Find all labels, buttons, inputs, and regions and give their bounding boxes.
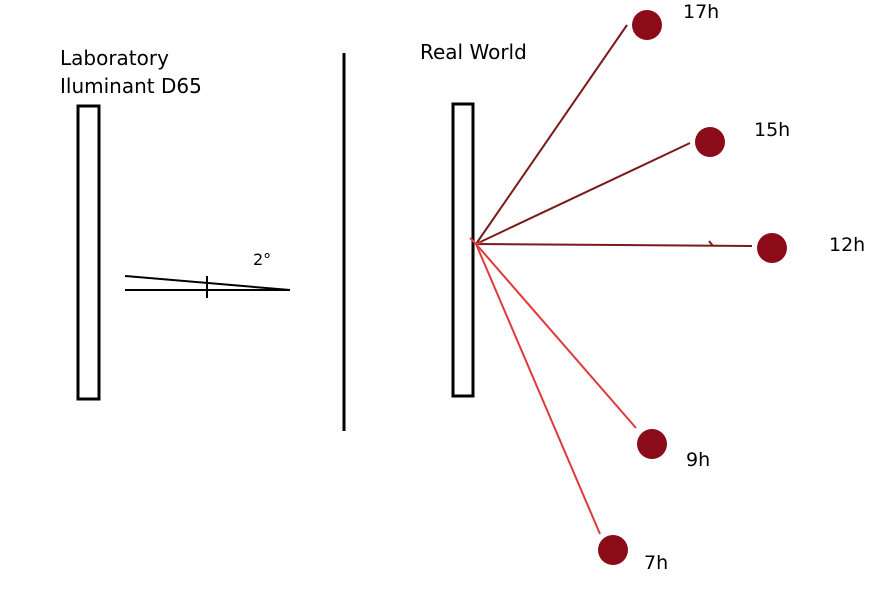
time-label-17h: 17h <box>683 1 720 23</box>
sun-12h <box>757 233 787 263</box>
ray-9h <box>475 243 637 429</box>
sun-9h <box>637 429 667 459</box>
sun-rays <box>469 24 753 535</box>
lab-sample-panel <box>76 104 101 401</box>
sun-7h <box>598 535 628 565</box>
lab-title-line2: Iluminant D65 <box>60 74 202 98</box>
ray-7h <box>475 243 601 535</box>
sun-15h <box>695 127 725 157</box>
time-label-15h: 15h <box>754 119 791 141</box>
lab-title: Laboratory Iluminant D65 <box>60 44 202 100</box>
real-world-sample-panel <box>451 102 475 398</box>
time-label-7h: 7h <box>644 552 669 574</box>
angle-label: 2° <box>253 250 272 269</box>
sun-17h <box>632 10 662 40</box>
ray-12h-tick <box>708 240 714 247</box>
real-world-title: Real World <box>420 40 527 64</box>
ray-17h <box>475 24 628 245</box>
lab-title-line1: Laboratory <box>60 46 169 70</box>
impact-mark <box>469 237 483 246</box>
ray-15h <box>475 142 691 245</box>
time-label-9h: 9h <box>686 449 711 471</box>
time-label-12h: 12h <box>829 234 866 256</box>
ray-12h <box>475 243 753 247</box>
